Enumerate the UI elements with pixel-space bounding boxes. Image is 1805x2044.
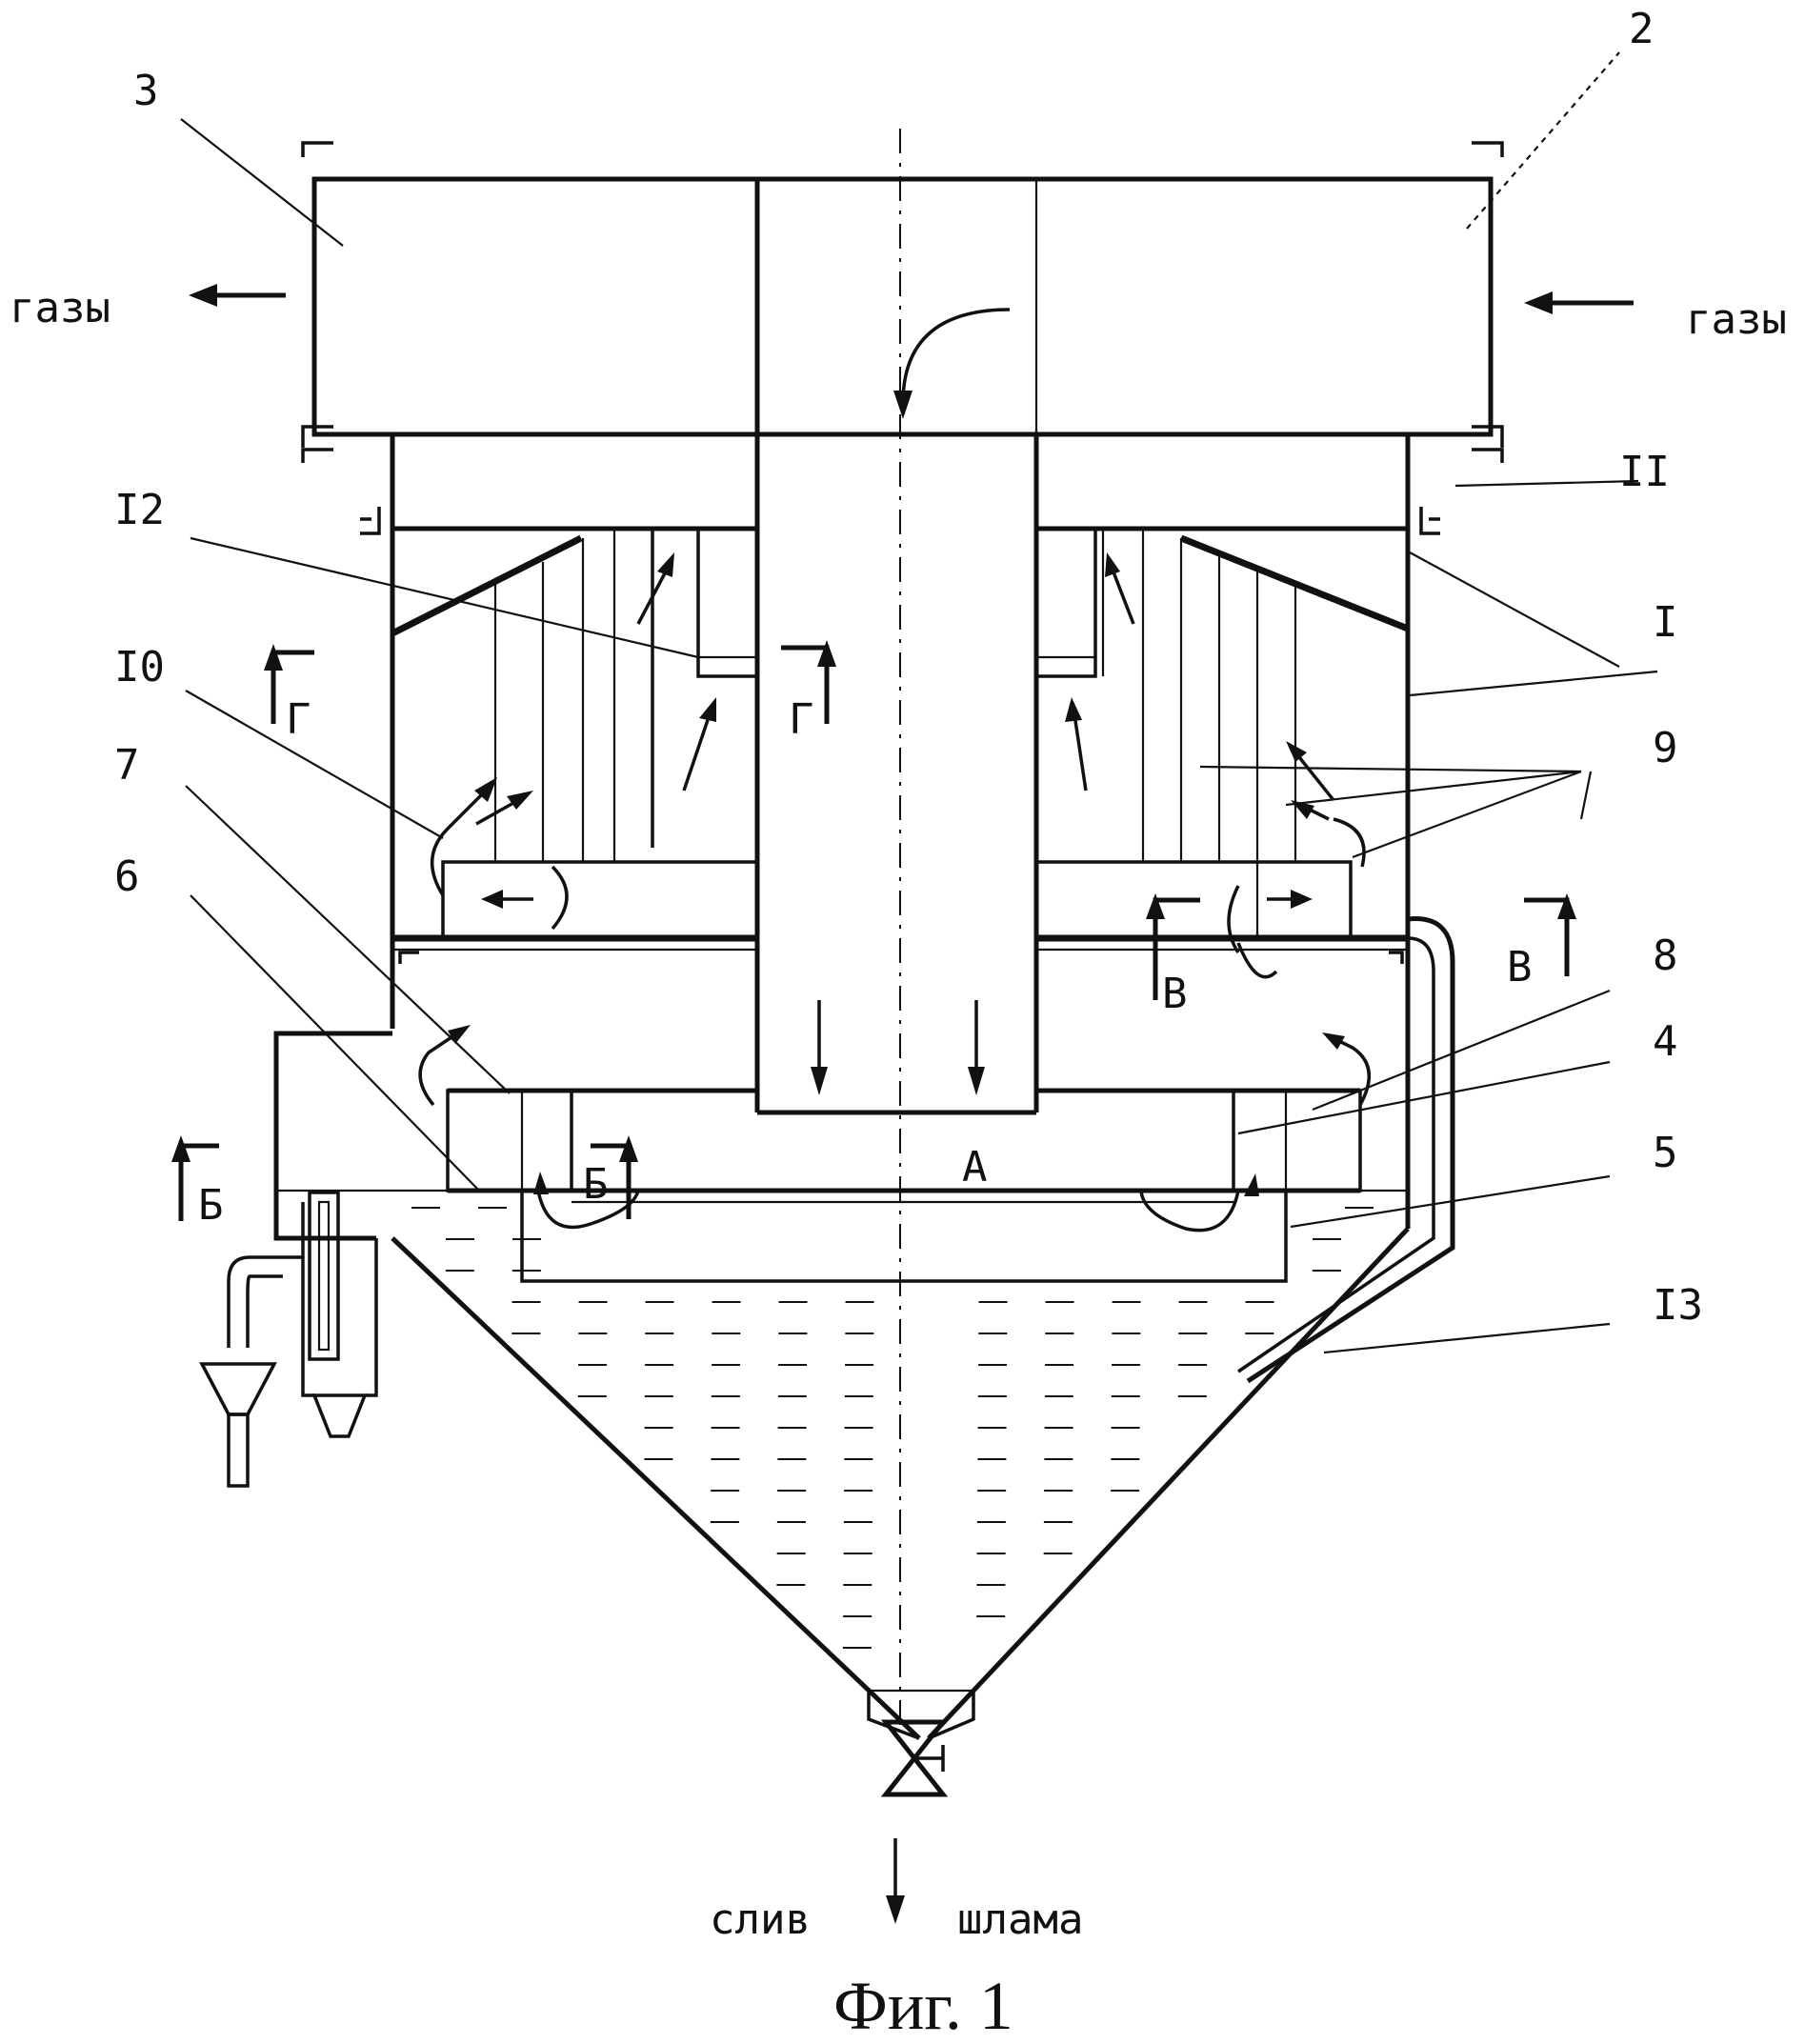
- part-label-11: II: [1619, 448, 1670, 496]
- section-label-b-mid: Б: [583, 1160, 609, 1209]
- figure-caption: Фиг. 1: [833, 1968, 1013, 2039]
- part-label-13: I3: [1653, 1281, 1703, 1330]
- gas-in-label: газы: [1686, 295, 1787, 344]
- liquid-hatching: [411, 1208, 1374, 1648]
- part-label-3: 3: [133, 67, 159, 115]
- part-label-9: 9: [1653, 724, 1678, 772]
- slurry-label-right: шлама: [957, 1895, 1083, 1944]
- part-label-7: 7: [114, 741, 140, 790]
- section-label-g-left: Г: [286, 695, 311, 744]
- part-label-2: 2: [1629, 5, 1655, 53]
- slurry-label-left: слив: [710, 1895, 811, 1944]
- part-label-10: I0: [114, 643, 165, 691]
- part-label-1: I: [1653, 598, 1678, 647]
- part-label-12: I2: [114, 486, 165, 534]
- zone-label-a: А: [962, 1143, 988, 1192]
- section-label-b-left: Б: [198, 1181, 224, 1230]
- separator-tubes: [495, 529, 1295, 862]
- section-label-v-mid: В: [1162, 970, 1188, 1018]
- section-marks: [171, 640, 1576, 1221]
- side-inlet: [202, 1033, 392, 1486]
- part-label-6: 6: [114, 852, 140, 901]
- sludge-hopper: [276, 1191, 1408, 1738]
- part-label-5: 5: [1653, 1129, 1678, 1177]
- leader-lines: [181, 52, 1657, 1353]
- overflow-pipe: [1238, 919, 1453, 1381]
- gas-out-label: газы: [10, 284, 110, 332]
- part-label-4: 4: [1653, 1017, 1678, 1066]
- part-label-8: 8: [1653, 932, 1678, 980]
- section-label-v-right: В: [1507, 943, 1533, 992]
- section-label-g-mid: Г: [789, 695, 814, 744]
